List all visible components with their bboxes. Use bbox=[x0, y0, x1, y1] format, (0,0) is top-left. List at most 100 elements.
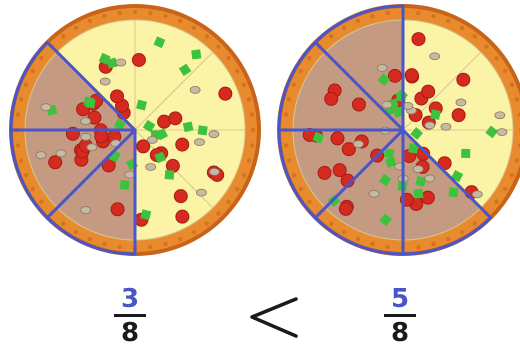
crust-speck bbox=[23, 172, 29, 178]
mushroom bbox=[124, 170, 136, 179]
crust-speck bbox=[307, 199, 312, 205]
pepperoni bbox=[168, 111, 183, 126]
mushroom bbox=[189, 85, 201, 94]
crust-speck bbox=[355, 236, 361, 242]
crust-speck bbox=[226, 199, 231, 205]
crust-speck bbox=[204, 221, 210, 226]
crust-speck bbox=[291, 82, 297, 88]
mushroom bbox=[424, 121, 436, 130]
green-pepper bbox=[461, 148, 471, 158]
pepperoni bbox=[341, 142, 356, 157]
green-pepper bbox=[379, 213, 392, 227]
green-pepper bbox=[385, 156, 397, 168]
crust-speck bbox=[431, 241, 436, 247]
crust-speck bbox=[30, 186, 36, 192]
crust-speck bbox=[73, 229, 79, 235]
fraction-bar bbox=[384, 314, 416, 317]
pepperoni bbox=[173, 189, 188, 204]
pepperoni bbox=[110, 89, 125, 104]
crust-speck bbox=[60, 34, 66, 39]
pepperoni bbox=[411, 32, 426, 47]
pepperoni bbox=[420, 190, 435, 205]
pepperoni bbox=[136, 139, 151, 154]
green-pepper bbox=[378, 173, 392, 187]
crust-speck bbox=[18, 158, 24, 163]
green-pepper bbox=[408, 143, 419, 154]
crust-speck bbox=[307, 55, 312, 61]
crust-speck bbox=[246, 97, 252, 102]
mushroom bbox=[496, 128, 508, 137]
pizza-slice bbox=[401, 129, 514, 209]
mushroom bbox=[209, 167, 220, 176]
mushroom bbox=[35, 151, 47, 159]
fraction-numerator: 3 bbox=[120, 284, 140, 314]
green-pepper bbox=[410, 127, 423, 140]
pepperoni bbox=[131, 52, 146, 67]
mushroom bbox=[86, 143, 98, 152]
pizza-three-eighths bbox=[9, 4, 261, 256]
green-pepper bbox=[377, 73, 391, 87]
mushroom bbox=[146, 135, 158, 144]
crust-speck bbox=[234, 186, 240, 192]
fraction-numerator: 5 bbox=[390, 284, 410, 314]
crust-speck bbox=[249, 143, 255, 148]
crust-speck bbox=[416, 10, 421, 16]
crust-speck bbox=[241, 172, 247, 178]
pepperoni bbox=[330, 131, 345, 146]
crust-speck bbox=[370, 241, 375, 247]
pepperoni bbox=[94, 129, 109, 144]
crust-speck bbox=[191, 25, 197, 31]
mushroom bbox=[494, 111, 506, 120]
pepperoni bbox=[175, 137, 190, 152]
crust-speck bbox=[370, 13, 375, 19]
mushroom bbox=[429, 52, 441, 61]
mushroom bbox=[145, 163, 157, 171]
crust-speck bbox=[246, 158, 252, 163]
pepperoni bbox=[324, 91, 339, 106]
crust-speck bbox=[459, 25, 465, 31]
green-pepper bbox=[153, 36, 166, 49]
green-pepper bbox=[182, 121, 194, 133]
crust-speck bbox=[60, 221, 66, 226]
crust-speck bbox=[87, 18, 93, 24]
pepperoni bbox=[110, 202, 125, 217]
pepperoni bbox=[175, 209, 190, 224]
crust-speck bbox=[132, 9, 138, 15]
mushroom bbox=[208, 130, 220, 139]
crust-speck bbox=[148, 244, 153, 250]
green-pepper bbox=[312, 131, 325, 144]
mushroom bbox=[471, 190, 483, 199]
crust-speck bbox=[226, 55, 231, 61]
pepperoni bbox=[218, 86, 233, 101]
crust-speck bbox=[87, 236, 93, 242]
mushroom bbox=[80, 206, 92, 214]
mushroom bbox=[368, 189, 380, 198]
green-pepper bbox=[119, 180, 130, 190]
crust-speck bbox=[250, 127, 256, 133]
crust-speck bbox=[18, 97, 24, 102]
green-pepper bbox=[154, 151, 167, 164]
green-pepper bbox=[448, 187, 459, 198]
crust-speck bbox=[385, 244, 390, 250]
crust-speck bbox=[514, 97, 520, 102]
mushroom bbox=[55, 149, 67, 158]
pepperoni bbox=[332, 163, 347, 178]
fraction-three-eighths: 3 8 bbox=[100, 285, 160, 347]
mushroom bbox=[376, 64, 388, 72]
slice-divider-line bbox=[313, 40, 405, 132]
pepperoni bbox=[451, 108, 466, 123]
crust-speck bbox=[148, 10, 153, 16]
pepperoni bbox=[48, 155, 63, 170]
fraction-denominator: 8 bbox=[120, 318, 140, 348]
pepperoni bbox=[87, 110, 102, 125]
crust-speck bbox=[494, 55, 499, 61]
green-pepper bbox=[191, 49, 202, 60]
crust-speck bbox=[216, 44, 221, 49]
crust-speck bbox=[23, 82, 29, 88]
mushroom bbox=[381, 100, 393, 109]
crust-speck bbox=[431, 13, 436, 19]
crust-speck bbox=[163, 13, 168, 19]
pepperoni bbox=[404, 68, 419, 83]
crust-speck bbox=[204, 34, 210, 39]
